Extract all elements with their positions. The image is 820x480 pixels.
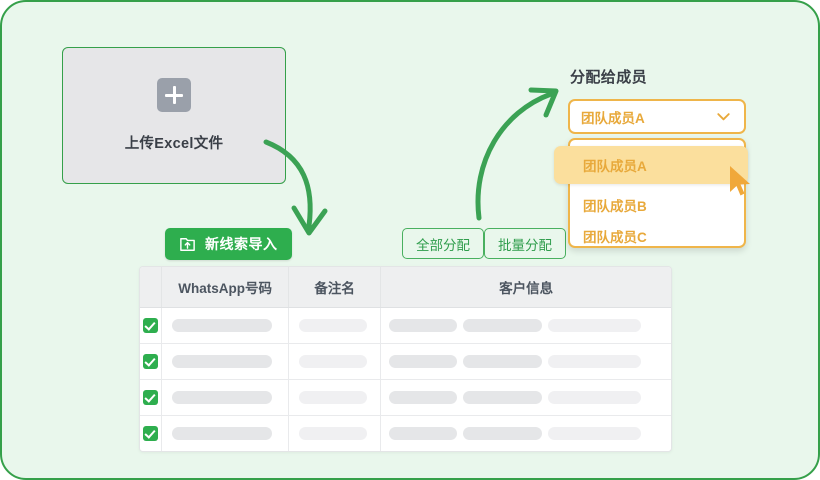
table-header-row: WhatsApp号码 备注名 客户信息 <box>140 267 671 308</box>
row-checkbox-cell[interactable] <box>140 343 163 380</box>
row-checkbox-cell[interactable] <box>140 307 163 344</box>
import-button[interactable]: 新线索导入 <box>165 228 292 260</box>
member-dropdown-panel[interactable]: 团队成员A 团队成员B 团队成员C <box>554 138 748 248</box>
row-info-cell <box>380 415 671 451</box>
row-note-cell <box>288 343 382 380</box>
dropdown-option-1[interactable]: 团队成员B <box>583 199 647 214</box>
upload-dropzone[interactable]: 上传Excel文件 <box>62 47 286 184</box>
row-whatsapp-cell <box>161 379 289 416</box>
table-row[interactable] <box>140 379 671 416</box>
table-row[interactable] <box>140 307 671 344</box>
row-checkbox-cell[interactable] <box>140 415 163 451</box>
plus-icon <box>157 78 191 112</box>
assign-batch-button[interactable]: 批量分配 <box>484 228 566 259</box>
row-whatsapp-cell <box>161 415 289 451</box>
row-whatsapp-cell <box>161 307 289 344</box>
leads-table: WhatsApp号码 备注名 客户信息 <box>139 266 672 452</box>
row-info-cell <box>380 307 671 344</box>
assign-panel-title: 分配给成员 <box>570 69 648 86</box>
dropdown-option-2[interactable]: 团队成员C <box>583 230 647 245</box>
row-checkbox-cell[interactable] <box>140 379 163 416</box>
table-header-customer-info: 客户信息 <box>380 267 671 308</box>
row-checkbox[interactable] <box>143 318 159 333</box>
table-row[interactable] <box>140 343 671 380</box>
upload-label: 上传Excel文件 <box>124 136 224 152</box>
row-checkbox[interactable] <box>143 354 159 369</box>
file-upload-icon <box>180 237 195 251</box>
dropdown-option-0[interactable]: 团队成员A <box>554 146 748 184</box>
table-header-checkbox <box>140 267 163 308</box>
arrow-buttons-to-select <box>475 87 559 221</box>
table-header-note: 备注名 <box>288 267 382 308</box>
row-note-cell <box>288 379 382 416</box>
member-select-value: 团队成员A <box>581 110 645 126</box>
row-info-cell <box>380 379 671 416</box>
table-row[interactable] <box>140 415 671 451</box>
row-whatsapp-cell <box>161 343 289 380</box>
row-checkbox[interactable] <box>143 390 159 405</box>
table-body <box>140 307 671 451</box>
row-info-cell <box>380 343 671 380</box>
row-checkbox[interactable] <box>143 426 159 441</box>
member-select[interactable]: 团队成员A <box>568 99 746 134</box>
import-button-label: 新线索导入 <box>205 236 278 252</box>
row-note-cell <box>288 307 382 344</box>
table-header-whatsapp: WhatsApp号码 <box>161 267 289 308</box>
chevron-down-icon <box>717 113 730 121</box>
assign-all-button[interactable]: 全部分配 <box>402 228 484 259</box>
row-note-cell <box>288 415 382 451</box>
